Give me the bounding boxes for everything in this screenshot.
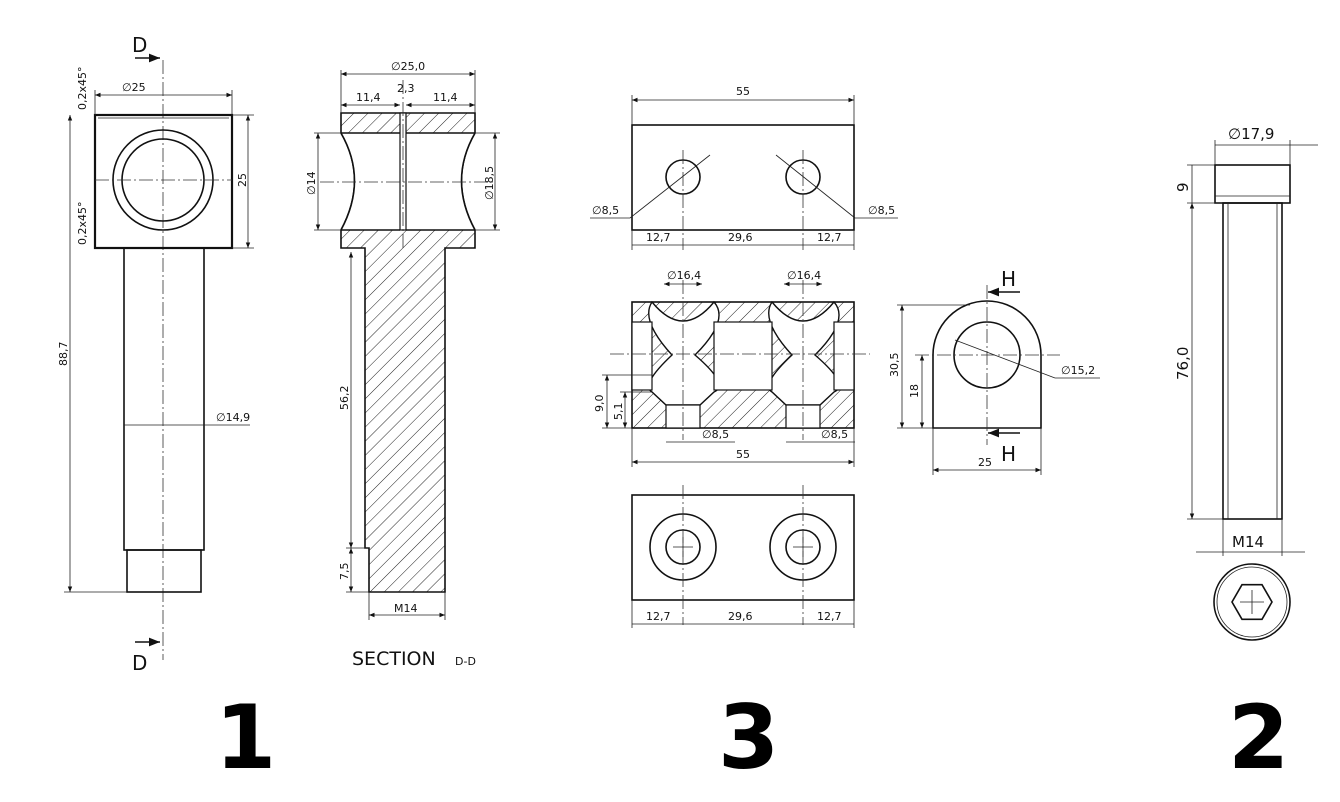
section-dim-left-w: 11,4: [356, 91, 381, 104]
part3-side-view: [932, 300, 1042, 429]
part1-dim-chamfer-mid: 0,2x45°: [76, 201, 89, 245]
part2-dim-head-h: 9: [1174, 182, 1192, 192]
part2-head: [1214, 164, 1291, 204]
section-title: SECTION: [352, 648, 436, 670]
section-view: ∅25,0 11,4 11,4 2,3 ∅14 ∅18,5 56,2 7,5 M…: [305, 60, 500, 670]
part3-bottom-pitch: 29,6: [728, 610, 753, 623]
part3-bottom-view: [631, 494, 855, 601]
part3-front-width: 55: [736, 448, 750, 461]
section-title-suffix: D-D: [455, 655, 476, 668]
part1-dim-chamfer-top: 0,2x45°: [76, 66, 89, 110]
part1-dim-d-top: ∅25: [122, 81, 146, 94]
part3-bottom-pos-right: 12,7: [817, 610, 842, 623]
section-dim-slot: 2,3: [397, 82, 415, 95]
part1-dim-d-shaft: ∅14,9: [216, 411, 250, 424]
section-dim-d-left-bore: ∅14: [305, 171, 318, 195]
part3-top-view: [631, 124, 855, 231]
part3-side-center-h: 18: [908, 384, 921, 398]
part2-view: ∅17,9 9 76,0 M14 2: [1174, 125, 1318, 789]
part1-dim-height: 25: [236, 173, 249, 187]
part3-side-width: 25: [978, 456, 992, 469]
part3-view: 55 ∅8,5 ∅8,5 12,7 29,6 12,7 ∅16,4 ∅16,4 …: [590, 85, 1100, 789]
part3-top-hole-right-dim: ∅8,5: [868, 204, 895, 217]
section-dim-right-w: 11,4: [433, 91, 458, 104]
part1-head: [93, 113, 234, 250]
part1-number: 1: [215, 686, 276, 789]
part2-dim-thread: M14: [1232, 533, 1264, 551]
section-mark-bottom: D: [132, 651, 147, 675]
section-dim-thread-len: 7,5: [338, 563, 351, 581]
part3-side-bore-dim: ∅15,2: [1061, 364, 1095, 377]
part3-top-width: 55: [736, 85, 750, 98]
section-dim-thread: M14: [394, 602, 418, 615]
section-dim-shaft-len: 56,2: [338, 386, 351, 411]
part2-end-view: [1213, 563, 1291, 641]
part3-number: 3: [718, 686, 779, 789]
part3-side-mark-top: H: [1001, 267, 1016, 291]
part1-thread: [126, 549, 202, 593]
part3-top-pos-right: 12,7: [817, 231, 842, 244]
part3-front-d-left: ∅16,4: [667, 269, 701, 282]
part3-front-hole-right: ∅8,5: [821, 428, 848, 441]
section-dim-d-outer: ∅25,0: [391, 60, 425, 73]
part3-top-hole-left-dim: ∅8,5: [592, 204, 619, 217]
part2-shank: [1222, 202, 1283, 520]
hex-socket-icon: [1231, 583, 1273, 621]
part3-front-d-right: ∅16,4: [787, 269, 821, 282]
part2-number: 2: [1228, 686, 1289, 789]
part3-bottom-pos-left: 12,7: [646, 610, 671, 623]
part3-top-pitch: 29,6: [728, 231, 753, 244]
part3-front-h-lower: 5,1: [612, 403, 625, 421]
section-mark-top: D: [132, 33, 147, 57]
part3-side-height: 30,5: [888, 353, 901, 378]
part2-dim-d-head: ∅17,9: [1228, 125, 1274, 143]
section-dim-d-right-bore: ∅18,5: [483, 166, 496, 200]
part3-front-h-total: 9,0: [593, 395, 606, 413]
part3-top-pos-left: 12,7: [646, 231, 671, 244]
part3-front-hole-left: ∅8,5: [702, 428, 729, 441]
part1-view: D D ∅25 0,2x45° 0,2x45° 25 88,7 ∅14,9 1: [57, 33, 276, 789]
part1-shaft: [123, 247, 205, 551]
part2-dim-length: 76,0: [1174, 347, 1192, 380]
part3-side-mark-bottom: H: [1001, 442, 1016, 466]
part1-dim-length: 88,7: [57, 342, 70, 367]
